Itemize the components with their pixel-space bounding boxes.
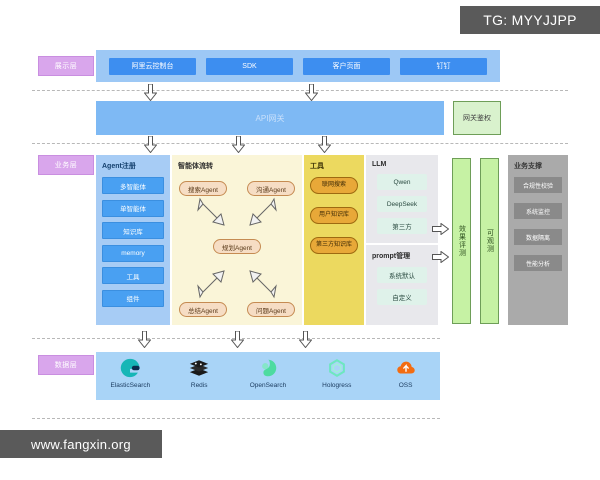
channel-chip-dingtalk[interactable]: 钉钉: [400, 57, 487, 75]
flow-arrow-right: [432, 250, 450, 264]
prompt-management-block: prompt管理 系统默认 自定义: [366, 243, 438, 325]
elasticsearch-icon: [121, 358, 141, 378]
redis-icon: [190, 360, 209, 376]
flow-arrow-down: [231, 331, 244, 348]
llm-model-item[interactable]: 第三方: [377, 218, 427, 234]
oss-icon: [396, 361, 415, 374]
layer-separator-gateway: [32, 143, 568, 144]
api-gateway-bar: API网关: [96, 101, 444, 135]
datastore-label: OSS: [398, 382, 413, 389]
agent-registry-item[interactable]: 单智能体: [102, 199, 164, 217]
flow-arrow-down: [232, 136, 245, 153]
flow-arrow-down: [144, 84, 157, 101]
tools-column: 工具 联网搜索 用户知识库 第三方知识库: [304, 155, 364, 325]
datastore-label: ElasticSearch: [110, 382, 151, 389]
datastore-redis[interactable]: Redis: [168, 357, 230, 389]
tools-title: 工具: [310, 163, 324, 170]
flow-arrow-down: [138, 331, 151, 348]
layer-tag-data: 数据层: [38, 355, 94, 375]
data-layer-band: ElasticSearch Redis OpenSearch: [96, 352, 440, 400]
channel-chip-sdk[interactable]: SDK: [206, 57, 293, 75]
site-watermark: www.fangxin.org: [0, 430, 162, 458]
agent-flow-column: 智能体流转 搜索Agent 沟通Agent 规划Agent 总结Agent 问题…: [172, 155, 302, 325]
flow-node-communication-agent[interactable]: 沟通Agent: [247, 181, 295, 196]
business-support-item[interactable]: 数据隔离: [514, 229, 562, 245]
tool-item[interactable]: 用户知识库: [310, 207, 358, 224]
tool-item[interactable]: 第三方知识库: [310, 237, 358, 254]
flow-arrow-down: [144, 136, 157, 153]
layer-tag-business: 业务层: [38, 155, 94, 175]
flow-arrow-down: [299, 331, 312, 348]
flow-arrow-down: [305, 84, 318, 101]
tool-item[interactable]: 联网搜索: [310, 177, 358, 194]
hologress-icon: [328, 359, 345, 377]
flow-arrow-right: [432, 222, 450, 236]
flow-arrow-down: [318, 136, 331, 153]
business-support-item[interactable]: 系统监控: [514, 203, 562, 219]
business-support-item[interactable]: 性能分析: [514, 255, 562, 271]
effect-evaluation-bar: 效果评测: [452, 158, 471, 324]
business-support-item[interactable]: 合规性校验: [514, 177, 562, 193]
llm-model-item[interactable]: Qwen: [377, 174, 427, 190]
flow-arrow-group: [197, 197, 277, 299]
llm-model-item[interactable]: DeepSeek: [377, 196, 427, 212]
agent-registry-title: Agent注册: [102, 163, 136, 170]
datastore-label: Hologress: [322, 382, 352, 389]
agent-registry-item[interactable]: memory: [102, 244, 164, 262]
llm-title: LLM: [372, 161, 387, 168]
datastore-hologress[interactable]: Hologress: [306, 357, 368, 389]
agent-flow-canvas: 搜索Agent 沟通Agent 规划Agent 总结Agent 问题Agent: [178, 177, 296, 319]
agent-registry-column: Agent注册 多智能体 单智能体 知识库 memory 工具 组件: [96, 155, 170, 325]
business-support-column: 业务支撑 合规性校验 系统监控 数据隔离 性能分析: [508, 155, 568, 325]
flow-node-planning-agent[interactable]: 规划Agent: [213, 239, 261, 254]
gateway-auth-box: 网关鉴权: [453, 101, 501, 135]
prompt-management-title: prompt管理: [372, 253, 411, 260]
presentation-layer-band: 阿里云控制台 SDK 客户页面 钉钉: [96, 50, 500, 82]
datastore-opensearch[interactable]: OpenSearch: [237, 357, 299, 389]
datastore-label: OpenSearch: [249, 382, 287, 389]
channel-chip-customer[interactable]: 客户页面: [303, 57, 390, 75]
flow-node-search-agent[interactable]: 搜索Agent: [179, 181, 227, 196]
layer-separator-presentation: [32, 90, 568, 91]
channel-chip-console[interactable]: 阿里云控制台: [109, 57, 196, 75]
layer-tag-presentation: 展示层: [38, 56, 94, 76]
datastore-elasticsearch[interactable]: ElasticSearch: [99, 357, 161, 389]
prompt-item[interactable]: 系统默认: [377, 267, 427, 283]
datastore-label: Redis: [190, 382, 208, 389]
layer-separator-data: [32, 418, 440, 419]
llm-models-block: LLM Qwen DeepSeek 第三方: [366, 155, 438, 243]
observability-bar: 可观测: [480, 158, 499, 324]
agent-registry-item[interactable]: 知识库: [102, 222, 164, 239]
agent-flow-title: 智能体流转: [178, 163, 213, 170]
opensearch-icon: [262, 359, 277, 377]
telegram-watermark: TG: MYYJJPP: [460, 6, 600, 34]
datastore-oss[interactable]: OSS: [375, 357, 437, 389]
flow-node-summary-agent[interactable]: 总结Agent: [179, 302, 227, 317]
llm-column: LLM Qwen DeepSeek 第三方 prompt管理 系统默认 自定义: [366, 155, 438, 325]
business-support-title: 业务支撑: [514, 163, 542, 170]
flow-node-issue-agent[interactable]: 问题Agent: [247, 302, 295, 317]
agent-registry-item[interactable]: 工具: [102, 267, 164, 284]
prompt-item[interactable]: 自定义: [377, 289, 427, 305]
agent-registry-item[interactable]: 多智能体: [102, 177, 164, 194]
agent-registry-item[interactable]: 组件: [102, 289, 164, 307]
